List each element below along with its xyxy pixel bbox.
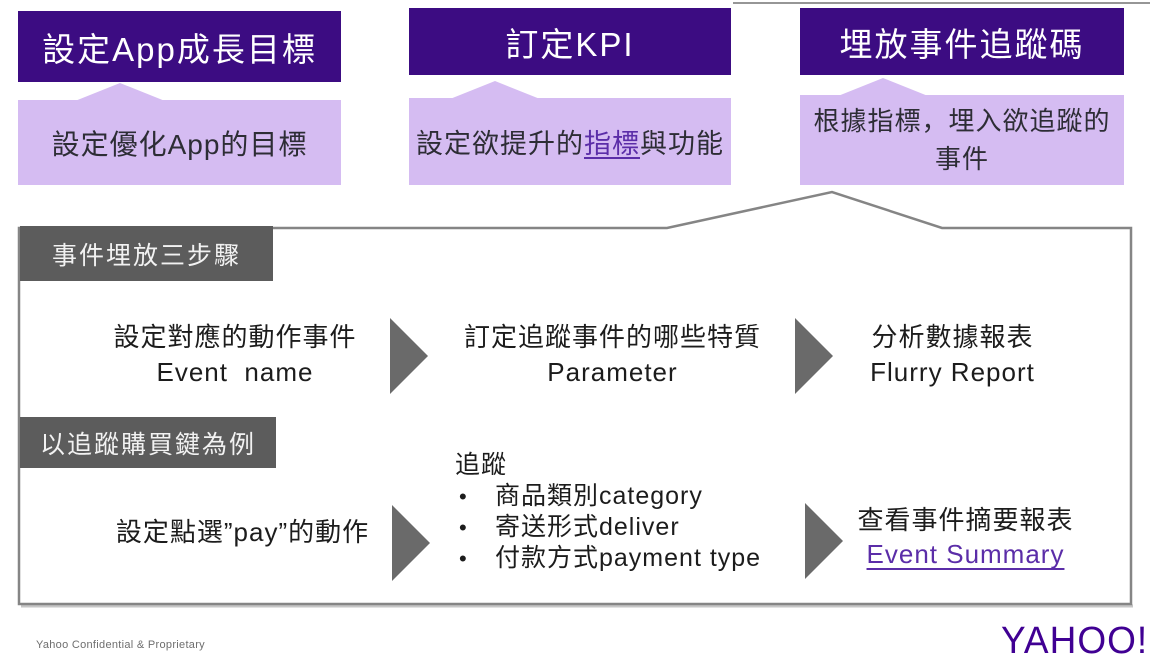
phase-1-title: 設定App成長目標 [42,30,317,68]
phase-1-detail: 設定優化App的目標 [51,128,308,160]
tracking-item: • 商品類別category [455,481,785,512]
confidential-note: Yahoo Confidential & Proprietary [36,639,205,651]
tracking-item-text: 付款方式payment type [495,544,762,572]
phase-1-callout: 設定優化App的目標 [18,83,341,185]
yahoo-logo: YAHOO! [1001,619,1149,662]
flow-step-3-zh: 分析數據報表 [871,322,1034,352]
tracking-item: • 寄送形式deliver [455,512,785,543]
phase-3-header: 埋放事件追蹤碼 [800,8,1124,75]
flow-arrow-icon [392,505,430,581]
flow-step-1-en: Event name [156,357,314,387]
event-summary-link[interactable]: Event Summary [866,539,1065,569]
kpi-metric-link[interactable]: 指標 [584,129,640,159]
example-report-block: 查看事件摘要報表 Event Summary [848,503,1083,571]
flow-step-3-en: Flurry Report [870,357,1035,387]
phase-3-callout: 根據指標，埋入欲追蹤的 事件 [800,78,1124,185]
tracking-list: 追蹤 • 商品類別category • 寄送形式deliver • 付款方式pa… [455,450,785,574]
flow-step-event-name: 設定對應的動作事件 Event name [95,320,375,390]
phase-2-title: 訂定KPI [505,25,635,63]
tracking-item-text: 商品類別category [495,482,703,510]
phase-3-detail-line2: 事件 [934,144,989,174]
flow-arrow-icon [390,318,428,394]
section-label-three-steps: 事件埋放三步驟 [20,226,273,281]
phase-2-detail-suffix: 與功能 [640,129,724,159]
example-action-text: 設定點選”pay”的動作 [100,515,385,549]
flow-step-2-en: Parameter [547,357,678,387]
flow-step-2-zh: 訂定追蹤事件的哪些特質 [463,322,761,352]
phase-2-header: 訂定KPI [409,8,731,75]
bullet-icon: • [459,484,468,509]
flow-step-parameter: 訂定追蹤事件的哪些特質 Parameter [440,320,785,390]
flow-arrow-icon [805,503,843,579]
flow-arrow-icon [795,318,833,394]
section-label-three-steps-text: 事件埋放三步驟 [51,241,241,270]
flow-step-1-zh: 設定對應的動作事件 [113,322,357,352]
phase-2-detail-prefix: 設定欲提升的 [416,129,584,159]
phase-1-header: 設定App成長目標 [18,11,341,82]
phase-3-title: 埋放事件追蹤碼 [839,25,1085,63]
phase-2-callout: 設定欲提升的指標與功能 [409,81,731,185]
tracking-list-title: 追蹤 [455,451,508,479]
example-action-label: 設定點選”pay”的動作 [115,517,370,547]
phase-3-detail: 根據指標，埋入欲追蹤的 事件 [813,102,1110,178]
report-zh-label: 查看事件摘要報表 [857,505,1074,535]
bullet-icon: • [459,515,468,540]
phase-2-detail: 設定欲提升的指標與功能 [416,122,724,161]
flow-step-flurry-report: 分析數據報表 Flurry Report [850,320,1055,390]
section-label-example: 以追蹤購買鍵為例 [20,417,276,468]
phase-3-detail-line1: 根據指標，埋入欲追蹤的 [813,106,1111,136]
tracking-item-text: 寄送形式deliver [495,513,680,541]
bullet-icon: • [459,546,468,571]
top-hairline [733,2,1150,4]
tracking-item: • 付款方式payment type [455,543,785,574]
tracking-items: • 商品類別category • 寄送形式deliver • 付款方式payme… [455,481,785,574]
section-label-example-text: 以追蹤購買鍵為例 [39,430,256,459]
